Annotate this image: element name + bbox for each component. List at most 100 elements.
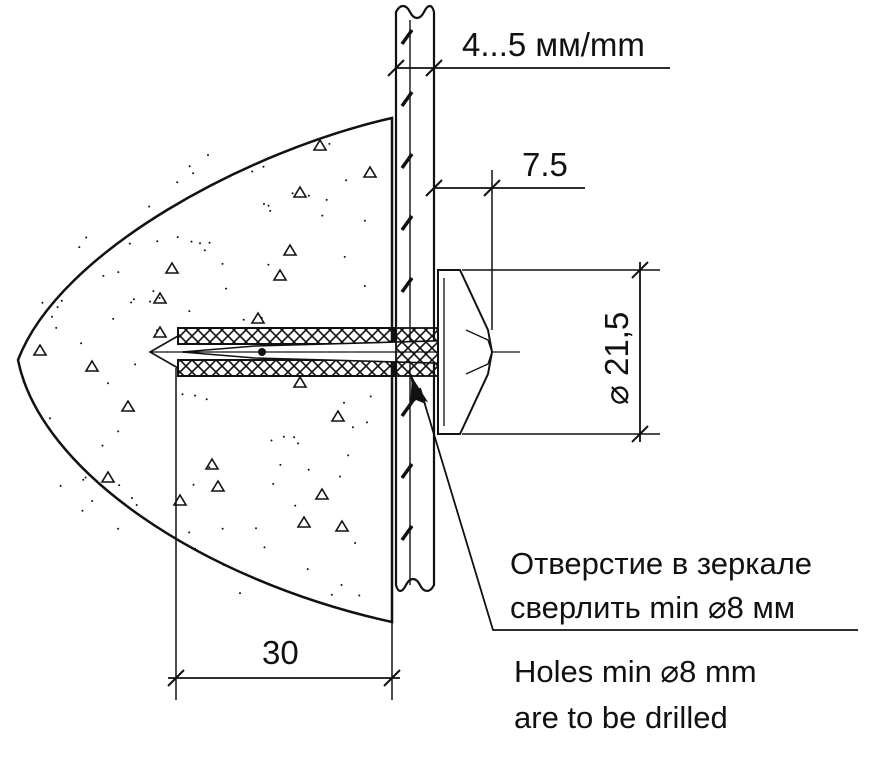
sand-dot — [117, 430, 120, 433]
sand-dot — [272, 482, 275, 485]
aggregate-mark — [330, 409, 346, 422]
sand-dot — [263, 203, 265, 205]
sand-dot — [366, 421, 368, 424]
sand-dot — [81, 509, 84, 512]
sand-dot — [306, 568, 309, 571]
glass-hatch-mark — [400, 524, 414, 542]
cap-diameter-label: ⌀ 21,5 — [598, 312, 635, 405]
sand-dot — [80, 342, 83, 345]
glass-hatch-mark — [400, 90, 414, 108]
anchor-depth-label: 30 — [262, 634, 299, 671]
sand-dot — [203, 249, 206, 252]
sand-dot — [340, 584, 343, 586]
sand-dot — [347, 454, 350, 457]
sand-dot — [192, 483, 195, 486]
sand-dot — [321, 214, 324, 217]
sand-dot — [55, 326, 58, 329]
sand-dot — [176, 181, 179, 184]
sand-dot — [56, 306, 59, 309]
sand-dot — [128, 242, 131, 245]
dim-offset — [425, 170, 585, 330]
aggregate-mark — [282, 243, 298, 256]
glass-hatch-mark — [400, 462, 414, 480]
sand-dot — [135, 504, 138, 506]
sand-dot — [330, 593, 333, 596]
sand-dot — [49, 417, 51, 420]
sand-dot — [208, 466, 211, 469]
sand-dot — [117, 271, 120, 274]
sand-dot — [102, 274, 105, 277]
sand-dot — [294, 504, 297, 507]
dim-anchor-depth — [167, 368, 401, 700]
dim-glass-thickness — [387, 59, 670, 77]
note-ru-line1: Отверстие в зеркале — [510, 546, 812, 581]
sand-dot — [363, 285, 366, 287]
aggregate-mark — [152, 291, 168, 304]
sand-dot — [181, 393, 184, 396]
note-ru-line2: сверлить min ⌀8 мм — [510, 590, 795, 625]
sand-dot — [208, 241, 211, 244]
note-en-line1: Holes min ⌀8 mm — [514, 654, 757, 689]
aggregate-mark — [296, 515, 312, 528]
sand-dot — [255, 527, 257, 530]
sand-dot — [267, 204, 270, 207]
sand-dot — [269, 209, 272, 212]
aggregate-mark — [312, 138, 328, 151]
sand-dot — [263, 546, 266, 549]
sand-dot — [351, 426, 354, 429]
aggregate-mark — [152, 325, 168, 338]
sand-dot — [297, 442, 299, 445]
glass-hatch-mark — [400, 28, 414, 46]
sand-dot — [307, 468, 310, 471]
sand-dot — [190, 240, 193, 243]
aggregate-mark — [272, 268, 288, 281]
sand-dot — [282, 435, 285, 438]
sand-dot — [107, 382, 109, 385]
sand-dot — [117, 527, 120, 530]
sand-dot — [339, 475, 341, 478]
sand-dot — [130, 301, 133, 304]
sand-dot — [78, 246, 81, 249]
sand-dot — [239, 592, 241, 595]
glass-hatch-mark — [400, 276, 414, 294]
sand-dot — [293, 436, 296, 439]
sand-dot — [363, 219, 366, 222]
sand-dot — [222, 563, 225, 566]
sand-dot — [101, 444, 104, 447]
sand-dot — [358, 594, 361, 597]
sand-dot — [152, 290, 155, 293]
glass-pane — [394, 4, 436, 593]
aggregate-mark — [32, 343, 48, 356]
sand-dot — [188, 310, 191, 313]
sand-dot — [205, 398, 208, 401]
aggregate-mark — [334, 519, 350, 532]
sand-dot — [134, 363, 137, 366]
sand-dot — [369, 395, 372, 398]
aggregate-mark — [362, 165, 378, 178]
sand-dot — [354, 542, 357, 544]
aggregate-mark — [314, 487, 330, 500]
sand-dot — [85, 236, 88, 239]
sand-dot — [41, 301, 44, 304]
sand-dot — [118, 484, 121, 487]
sand-dot — [192, 172, 195, 175]
glass-thickness-label: 4...5 мм/mm — [462, 26, 645, 63]
sand-dot — [267, 263, 270, 266]
sand-dot — [158, 297, 161, 299]
sand-dot — [270, 439, 273, 442]
sand-dot — [260, 316, 263, 319]
wall-texture — [32, 138, 378, 597]
sand-dot — [199, 242, 201, 245]
aggregate-mark — [204, 457, 220, 470]
sand-dot — [221, 527, 224, 530]
sand-dot — [291, 192, 294, 195]
aggregate-mark — [120, 399, 136, 412]
sand-dot — [82, 478, 85, 481]
sand-dot — [60, 299, 63, 302]
sand-dot — [188, 531, 191, 534]
sand-dot — [221, 262, 224, 265]
note-en-line2: are to be drilled — [514, 700, 728, 735]
dim-cap-diameter — [462, 261, 660, 443]
sand-dot — [51, 315, 53, 318]
